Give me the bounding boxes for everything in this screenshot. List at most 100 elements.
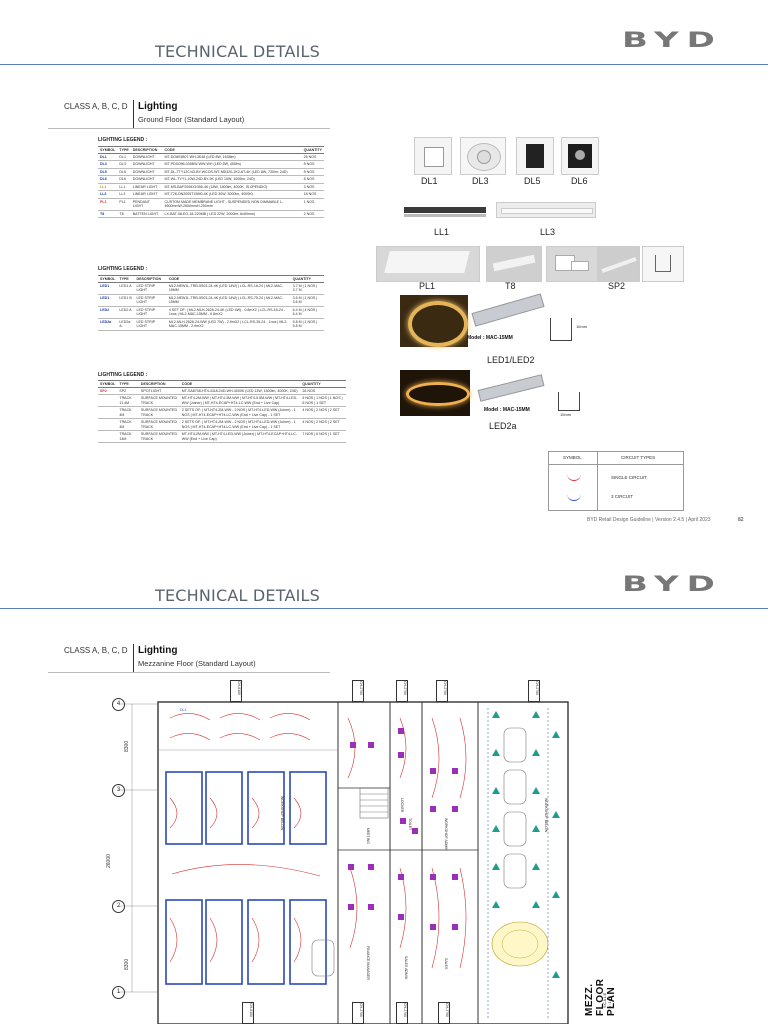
section-rule — [48, 672, 330, 673]
ceiling-height-tag: CH-2700 — [352, 1002, 364, 1024]
cell-code: LX-BAT-08-EG-18-220MB ( LED 22W, 2000lm,… — [162, 210, 302, 219]
cell-description: LED STRIP LIGHT — [134, 282, 167, 295]
cell-code: MT-PDG096-035BW-WW-WH (LED 5W, 455lm) — [162, 160, 302, 170]
cell-code: 4 SET OF: | ML2-MLH-2628-24-4K (LED 4W) … — [166, 306, 291, 319]
page-number: 82 — [738, 517, 744, 523]
cell-description: DOWNLIGHT — [130, 160, 163, 170]
dl5-image — [516, 137, 554, 175]
col-symbol: SYMBOL — [98, 380, 118, 388]
header-rule — [0, 64, 768, 65]
col-description: DESCRIPTION — [138, 380, 180, 388]
page-title: TECHNICAL DETAILS — [155, 586, 320, 605]
cell-type: TRACK 4M — [117, 406, 139, 420]
cell-quantity: 6.4 M | 4 NOS | 6.4 M — [290, 306, 324, 319]
ceiling-height-tag: CH-2700 — [352, 680, 364, 702]
cell-description: PENDANT LIGHT — [130, 198, 163, 211]
cell-type: T8 — [117, 210, 131, 219]
cell-code: ML2-NEW1L-TRB-5S03-24-4K (LED 14W) | LCL… — [166, 294, 291, 307]
ll3-label: LL3 — [540, 227, 556, 237]
dl5-label: DL5 — [524, 176, 541, 186]
cell-symbol: LL1 — [98, 183, 118, 192]
ceiling-height-tag: CH-8100 — [242, 1002, 254, 1024]
t8-image — [486, 246, 542, 282]
led2a-label: LED2a — [489, 421, 517, 431]
ceiling-height-tag: CH-2700 — [528, 680, 540, 702]
led1-led2-label: LED1/LED2 — [487, 355, 535, 365]
grid-marker: 3 — [112, 784, 125, 797]
cell-code: MT-SA8708-HT4-4118-24D-WH-4000K (LED 13W… — [179, 387, 301, 396]
dl1-label: DL1 — [421, 176, 438, 186]
model-label: Model : MAC-15MM — [484, 407, 530, 413]
col-type: TYPE — [117, 146, 131, 154]
cell-quantity: 8 NOS — [301, 168, 324, 177]
cell-symbol — [98, 406, 118, 420]
cell-quantity: 1 NOS — [301, 198, 324, 211]
dl3-label: DL3 — [472, 176, 489, 186]
col-symbol: SYMBOL — [563, 455, 582, 460]
cell-code: MT-WL-TYY1-10W-24D-BY-9K (LED 10W, 1000l… — [162, 175, 302, 184]
cell-symbol: LED2a — [98, 318, 118, 331]
room-label: FINANCE MANAGER — [366, 946, 370, 981]
pl1-image — [376, 246, 480, 282]
section-divider — [133, 100, 134, 128]
legend-title: LIGHTING LEGEND : — [98, 137, 148, 143]
cell-code: ML2-MLH-2628-24-WW (LED 7W) - 2.9mX2 | L… — [166, 318, 291, 331]
t8-label: T8 — [505, 281, 516, 291]
cell-description: LED STRIP LIGHT — [134, 294, 167, 307]
section-subtitle: Ground Floor (Standard Layout) — [138, 115, 245, 124]
cell-quantity: 6 NOS | 1 NOS | 1 NOS | 6 NOS | 1 SET — [300, 394, 346, 408]
cell-quantity: 18 NOS — [301, 190, 324, 199]
cell-symbol: PL1 — [98, 198, 118, 211]
dim-label: 16mm — [576, 324, 588, 329]
section-rule — [48, 128, 330, 129]
cell-code: MT-HT4-2M-WW | MT-HT4-LED-WW (Joiner) | … — [179, 430, 301, 444]
cell-type: DL5 — [117, 168, 131, 177]
three-circuit-symbol — [567, 490, 581, 501]
col-type: TYPE — [117, 275, 135, 283]
cell-quantity: 3.7 M | 1 NOS | 3.7 M — [290, 282, 324, 295]
section-name: Lighting — [138, 645, 178, 656]
col-symbol: SYMBOL — [98, 146, 118, 154]
cell-type: DL3 — [117, 160, 131, 170]
cell-type: DL6 — [117, 175, 131, 184]
section-class: CLASS A, B, C, D — [64, 102, 128, 111]
cell-symbol: SP2 — [98, 387, 118, 396]
cell-type: LED2a A — [117, 318, 135, 331]
col-type: TYPE — [117, 380, 139, 388]
cell-quantity: 28 NOS — [300, 387, 346, 396]
room-label: WORKSHOP BELOW — [544, 798, 548, 833]
lighting-legend-table-1: SYMBOL TYPE DESCRIPTION CODE QUANTITY DL… — [98, 146, 324, 219]
dimension-label: 26000 — [106, 854, 112, 868]
sp2-image-1 — [546, 246, 598, 282]
dl3-image — [460, 137, 506, 175]
cell-type: LED2 A — [117, 306, 135, 319]
led2a-strip-image — [400, 370, 470, 416]
col-quantity: QUANTITY — [300, 380, 346, 388]
cell-description: BATTEN LIGHT — [130, 210, 163, 219]
cell-symbol — [98, 430, 118, 444]
section-subtitle: Mezzanine Floor (Standard Layout) — [138, 659, 256, 668]
cell-description: LINEAR LIGHT — [130, 183, 163, 192]
floor-plan-drawing — [118, 701, 569, 1024]
plan-scale: SCALE 1:100 — [602, 992, 612, 1008]
footer-text: BYD Retail Design Guideline | Version 2.… — [587, 517, 711, 523]
dim-label: 15mm — [560, 412, 572, 417]
cell-symbol — [98, 418, 118, 432]
ceiling-height-tag: CH-2700 — [396, 680, 408, 702]
cell-code: ML2-NEW1L-TRB-5S03-24-4K (LED 14W) | LCL… — [166, 282, 291, 295]
cell-type: LL3 — [117, 190, 131, 199]
col-code: CODE — [179, 380, 301, 388]
cell-type: PL1 — [117, 198, 131, 211]
cell-quantity: 8 NOS — [301, 175, 324, 184]
dl1-image — [414, 137, 452, 175]
cell-quantity: 3.6 M | 1 NOS | 3.6 M — [290, 294, 324, 307]
led2a-profile-image — [477, 374, 545, 402]
grid-marker: 4 — [112, 698, 125, 711]
dl6-image — [561, 137, 599, 175]
